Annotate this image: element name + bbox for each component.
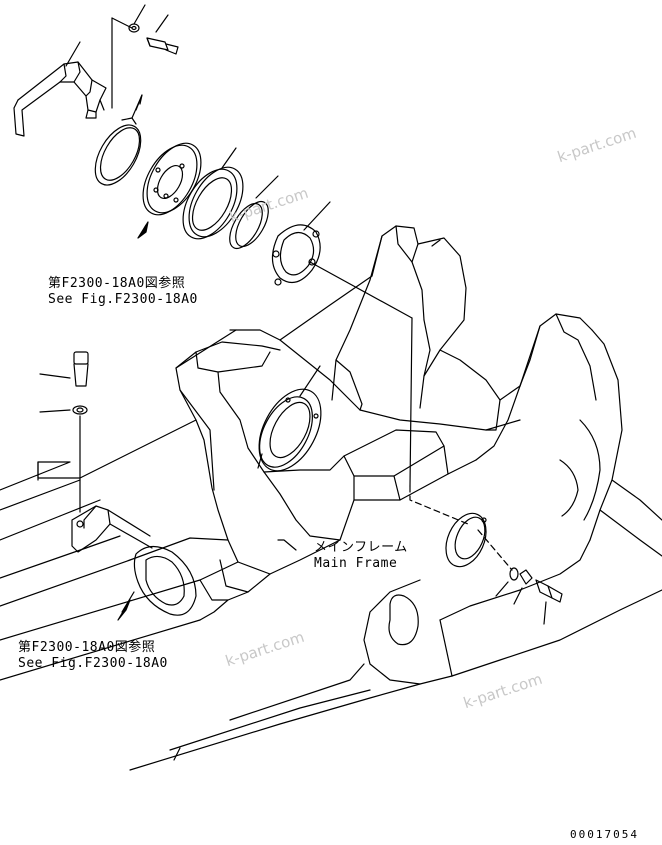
- cover-bracket: [13, 61, 107, 137]
- top-bolt: [146, 37, 179, 55]
- left-bolt: [73, 351, 89, 387]
- upper-reference-en: See Fig.F2300-18A0: [48, 292, 198, 307]
- main-frame-label-jp: メインフレーム: [314, 540, 408, 555]
- main-frame: [0, 225, 662, 771]
- frame-bearing-bore: [257, 388, 322, 472]
- right-nut: [519, 569, 533, 585]
- spacer-ring: [229, 200, 269, 250]
- link-lever: [71, 505, 197, 616]
- right-washer: [509, 567, 519, 581]
- lower-reference-jp: 第F2300-18A0図参照: [18, 640, 156, 655]
- side-bore: [445, 512, 487, 568]
- snap-ring: [94, 117, 142, 186]
- bearing-ring: [182, 166, 244, 240]
- lower-reference-en: See Fig.F2300-18A0: [18, 656, 168, 671]
- main-frame-label-en: Main Frame: [314, 556, 398, 571]
- right-bolt: [535, 579, 563, 603]
- retainer-plate: [271, 224, 321, 286]
- left-washer: [72, 405, 88, 415]
- upper-reference-jp: 第F2300-18A0図参照: [48, 276, 186, 291]
- seal-plate: [142, 142, 202, 216]
- drawing-number: 00017054: [570, 828, 639, 841]
- top-washer: [128, 23, 140, 33]
